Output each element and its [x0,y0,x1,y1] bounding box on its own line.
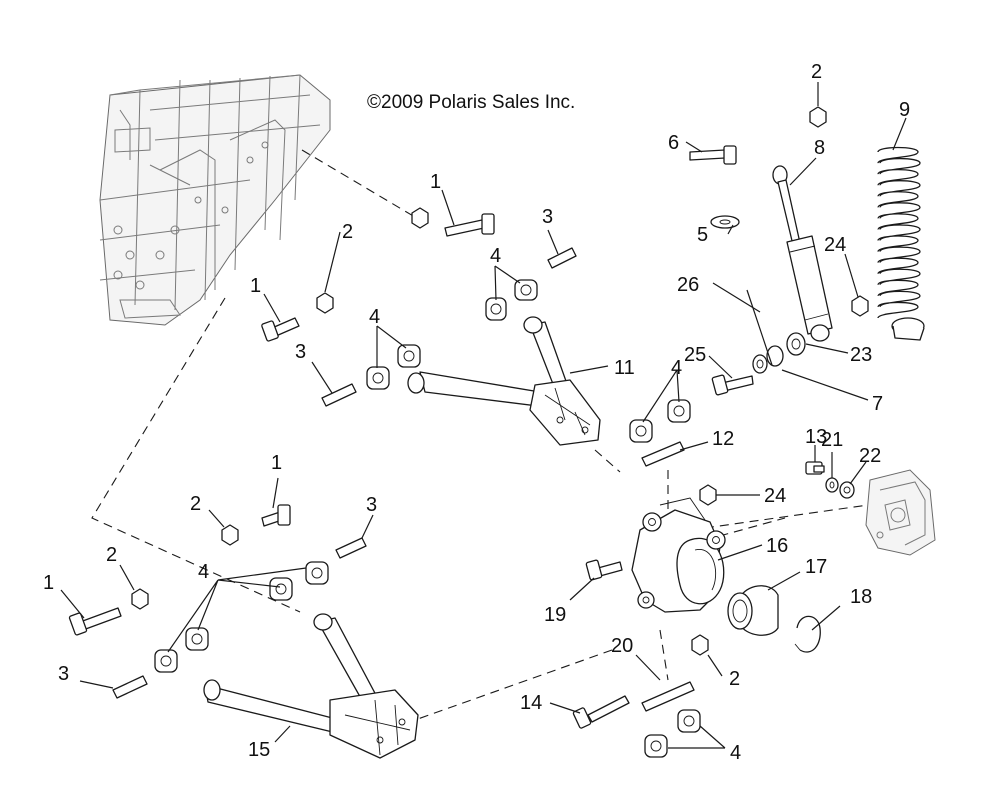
callout-3: 3 [366,494,377,516]
callout-13: 13 [805,426,827,448]
callout-11: 11 [614,357,635,379]
callout-20: 20 [611,635,633,657]
callout-1: 1 [43,572,54,594]
bolt-25 [711,374,754,396]
bolts [68,145,825,729]
callout-19: 19 [544,604,566,626]
callout-9: 9 [899,99,910,121]
callout-12: 12 [712,428,734,450]
vehicle-frame [99,74,331,326]
callout-17: 17 [805,556,827,578]
callout-22: 22 [859,445,881,467]
callout-15: 15 [248,739,270,761]
callout-18: 18 [850,586,872,608]
upper-a-arm [407,316,601,446]
callout-21: 21 [821,429,843,451]
bolt-14 [572,695,630,729]
callout-1: 1 [430,171,441,193]
callout-1: 1 [250,275,261,297]
callout-26: 26 [677,274,699,296]
callout-3: 3 [295,341,306,363]
callout-2: 2 [190,493,201,515]
shock-absorber [772,165,833,342]
bolt-lower-left [68,607,122,636]
bolt-upper-top [444,213,495,237]
knuckle [631,497,726,613]
coil-spring [877,146,925,341]
callout-2: 2 [811,61,822,83]
callout-14: 14 [520,692,542,714]
bolt-19 [585,559,623,581]
bolt-lower-top [261,504,291,527]
callout-24: 24 [764,485,786,507]
bolt-13 [805,461,825,475]
callout-4: 4 [490,245,501,267]
center-lines [91,149,869,721]
bearing [727,585,779,636]
nuts [131,106,869,656]
callout-7: 7 [872,393,883,415]
callout-4: 4 [369,306,380,328]
callout-2: 2 [342,221,353,243]
callout-4: 4 [198,561,209,583]
callout-4: 4 [671,357,682,379]
callout-25: 25 [684,344,706,366]
callout-3: 3 [58,663,69,685]
callout-5: 5 [697,224,708,246]
callout-3: 3 [542,206,553,228]
retaining-ring [794,615,821,653]
callout-4: 4 [730,742,741,764]
leader-lines [60,82,907,749]
copyright-text: ©2009 Polaris Sales Inc. [367,92,575,113]
callout-23: 23 [850,344,872,366]
bolt-upper-left [261,317,300,342]
callout-1: 1 [271,452,282,474]
bushings [154,279,701,758]
callout-16: 16 [766,535,788,557]
callout-2: 2 [106,544,117,566]
pins [112,247,695,712]
callout-6: 6 [668,132,679,154]
bolt-6 [689,145,737,165]
rod-26 [746,289,773,366]
brake-caliper [865,469,936,556]
callout-8: 8 [814,137,825,159]
lower-a-arm [203,613,419,759]
washers [710,215,855,499]
callout-24: 24 [824,234,846,256]
callout-2: 2 [729,668,740,690]
